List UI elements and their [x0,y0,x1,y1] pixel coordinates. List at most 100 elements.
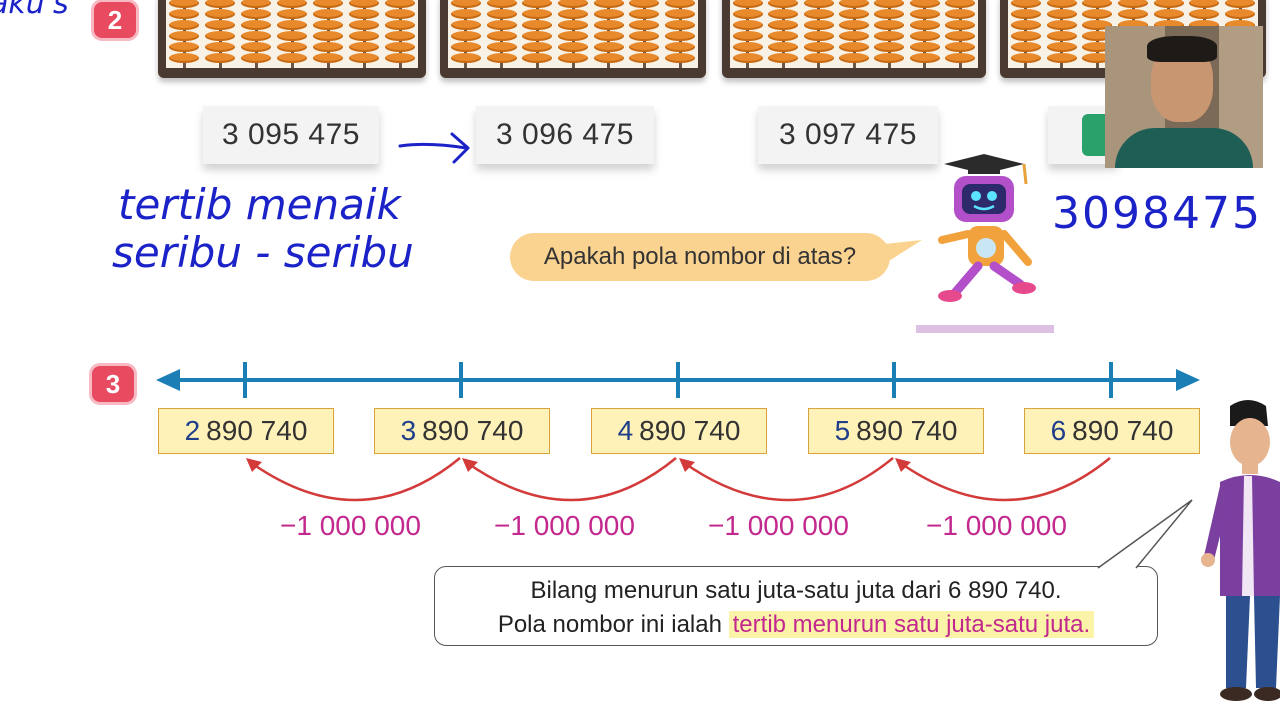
jump-arrow-3 [682,457,894,502]
number-box-5: 6 890 740 [1024,408,1200,454]
jump-arrow-4 [898,457,1111,502]
abacus-bead [732,9,763,19]
abacus-2 [440,0,706,78]
abacus-3 [722,0,986,78]
robot-mascot-icon [938,154,1036,302]
step-label-4: −1 000 000 [926,510,1067,541]
abacus-bead [349,42,379,52]
handwritten-answer: 3098475 [1052,188,1262,239]
abacus-bead [313,9,343,19]
number-card-2: 3 096 475 [476,106,654,164]
number-box-4-lead: 5 [834,415,851,446]
abacus-bead [839,31,869,41]
abacus-bead [1082,53,1113,63]
abacus-bead [732,53,763,63]
question-text: Apakah pola nombor di atas? [543,243,857,270]
bubble-tail-icon [884,240,922,264]
abacus-bead [313,42,343,52]
abacus-bead [169,42,199,52]
abacus-bead [874,31,905,41]
number-box-2: 3 890 740 [374,408,550,454]
step-label-1: −1 000 000 [280,510,421,541]
abacus-bead [732,31,763,41]
explanation-line-2: Pola nombor ini ialah tertib menurun sat… [435,611,1157,639]
speech-tail-icon [1097,499,1193,569]
abacus-bead [450,0,481,8]
abacus-bead [169,53,199,63]
abacus-bead [909,42,940,52]
abacus-bead [1189,9,1220,19]
abacus-bead [1118,0,1148,8]
abacus-bead [558,53,588,63]
abacus-bead [1046,9,1077,19]
jump-arrowhead-3-icon [679,458,695,472]
abacus-bead [1153,20,1184,30]
abacus-bead [450,20,481,30]
abacus-bead [277,9,307,19]
abacus-bead [909,0,940,8]
abacus-bead [629,53,660,63]
abacus-bead [1082,42,1113,52]
step-label-3: −1 000 000 [708,510,849,541]
abacus-bead [945,9,976,19]
abacus-bead [169,31,199,41]
jump-arrowhead-1-icon [246,458,262,472]
abacus-bead [385,20,415,30]
abacus-bead [665,42,696,52]
abacus-bead [450,31,481,41]
number-card-1-text: 3 095 475 [222,118,360,151]
abacus-bead [277,42,307,52]
abacus-bead [558,31,588,41]
abacus-bead [349,31,379,41]
abacus-bead [558,20,588,30]
number-box-3-rest: 890 740 [639,415,741,446]
abacus-bead [665,53,696,63]
abacus-bead [1010,31,1041,41]
number-box-4-rest: 890 740 [856,415,958,446]
abacus-bead [313,0,343,8]
abacus-bead [1046,31,1077,41]
number-line-right-arrow-icon [1176,369,1200,391]
abacus-bead [593,53,624,63]
abacus-bead [1189,20,1220,30]
abacus-bead [874,9,905,19]
abacus-bead [909,53,940,63]
abacus-bead [205,20,235,30]
abacus-bead [486,0,517,8]
jump-arrows [246,457,1111,502]
abacus-bead [522,9,553,19]
abacus-bead [732,20,763,30]
number-card-2-text: 3 096 475 [496,118,634,151]
abacus-bead [803,9,834,19]
abacus-bead [205,42,235,52]
abacus-bead [277,53,307,63]
abacus-bead [629,42,660,52]
abacus-bead [486,42,517,52]
abacus-bead [1010,0,1041,8]
abacus-bead [874,42,905,52]
abacus-bead [768,31,799,41]
abacus-bead [803,53,834,63]
abacus-bead [450,9,481,19]
abacus-bead [665,31,696,41]
abacus-bead [839,42,869,52]
abacus-bead [385,0,415,8]
abacus-bead [241,9,271,19]
explanation-line-1: Bilang menurun satu juta-satu juta dari … [530,577,1062,604]
abacus-bead [241,53,271,63]
abacus-bead [593,20,624,30]
abacus-bead [909,31,940,41]
abacus-bead [450,42,481,52]
teacher-character-icon [1201,400,1280,701]
abacus-bead [313,31,343,41]
abacus-bead [768,42,799,52]
abacus-bead [522,20,553,30]
abacus-bead [1082,0,1113,8]
abacus-bead [241,20,271,30]
abacus-bead [277,0,307,8]
abacus-bead [522,31,553,41]
abacus-bead [665,20,696,30]
number-line [156,362,1200,398]
abacus-bead [732,42,763,52]
abacus-bead [945,0,976,8]
